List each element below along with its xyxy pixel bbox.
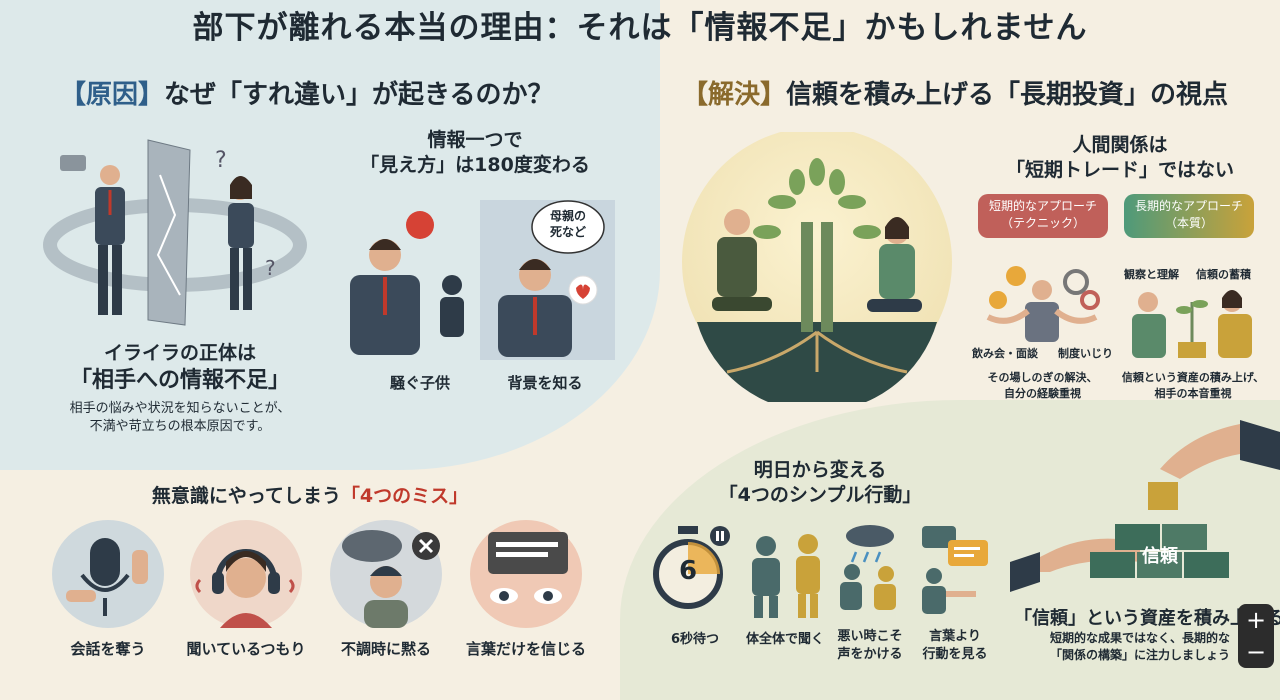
mistake-2-circle xyxy=(190,520,302,628)
speech-icon xyxy=(60,155,86,171)
coin-icon xyxy=(989,291,1007,309)
mistake-4-label: 言葉だけを信じる xyxy=(466,640,587,658)
short-tag-system: 制度いじり xyxy=(1058,347,1113,360)
tree-illustration xyxy=(682,132,952,402)
info-caption-line2: 「見え方」は180度変わる xyxy=(360,154,590,176)
timer-number: 6 xyxy=(678,556,698,586)
headphones-icon xyxy=(195,549,295,628)
long-pill-line1: 長期的なアプローチ xyxy=(1134,199,1243,213)
actions-heading-line1: 明日から変える xyxy=(753,459,887,481)
action-3-line2: 声をかける xyxy=(837,647,903,662)
long-desc-line1: 信頼という資産の積み上げ、 xyxy=(1121,371,1265,384)
short-desc-line2: 自分の経験重視 xyxy=(1004,387,1081,400)
mistake-1-circle xyxy=(52,520,164,628)
speech-bubbles-icon xyxy=(922,526,988,614)
listening-person-icon xyxy=(752,534,820,618)
irritation-heading: イライラの正体は 「相手への情報不足」 xyxy=(40,340,320,394)
zoom-in-button[interactable]: + xyxy=(1245,606,1267,634)
info-caption: 情報一つで 「見え方」は180度変わる xyxy=(340,128,610,178)
page-title: 部下が離れる本当の理由：それは「情報不足」かもしれません xyxy=(192,10,1088,46)
trust-blocks-illustration xyxy=(1010,420,1280,592)
label-know-background: 背景を知る xyxy=(507,374,583,392)
cloud-icon xyxy=(342,530,440,628)
short-pill-line2: （テクニック） xyxy=(1000,216,1085,230)
trust-desc-line2: 「関係の構築」に注力しましょう xyxy=(1050,648,1231,662)
short-term-illustration xyxy=(986,266,1100,342)
long-desc-line2: 相手の本音重視 xyxy=(1154,387,1232,400)
actions-heading-line2: 「4つのシンプル行動」 xyxy=(718,484,922,506)
action-4-line2: 行動を見る xyxy=(922,647,988,662)
irritation-line1: イライラの正体は xyxy=(103,342,256,364)
stopwatch-icon xyxy=(653,526,730,609)
action-4-line1: 言葉より xyxy=(929,629,981,644)
broken-mirror-illustration: ? ? xyxy=(43,139,307,326)
solution-heading-bracket: 【解決】 xyxy=(682,80,787,110)
long-pill-line2: （本質） xyxy=(1164,216,1213,230)
rain-cloud-icon xyxy=(840,525,896,610)
short-term-pill: 短期的なアプローチ （テクニック） xyxy=(978,194,1108,238)
relation-line2: 「短期トレード」ではない xyxy=(1005,159,1234,181)
info-caption-line1: 情報一つで xyxy=(427,129,523,151)
gold-block xyxy=(1148,482,1178,510)
thought-bubble xyxy=(531,200,605,254)
heart-icon xyxy=(576,284,590,299)
action-3-line1: 悪い時こそ xyxy=(837,629,903,644)
bubble-line2: 死など xyxy=(549,225,586,239)
zoom-out-button[interactable]: − xyxy=(1245,638,1267,666)
gear-icon xyxy=(1063,269,1089,295)
long-tag-trust: 信頼の蓄積 xyxy=(1196,268,1251,281)
action-2-label: 体全体で聞く xyxy=(735,628,835,647)
cause-heading-text: なぜ「すれ違い」が起きるのか？ xyxy=(164,80,554,110)
irritation-desc2: 不満や苛立ちの根本原因です。 xyxy=(89,419,271,434)
mistakes-heading-emphasis: 「4つのミス」 xyxy=(340,485,469,507)
trust-block-label: 信頼 xyxy=(1142,546,1178,567)
relation-line1: 人間関係は xyxy=(1072,134,1168,156)
microphone-icon xyxy=(66,538,148,616)
cause-heading-bracket: 【原因】 xyxy=(60,80,165,110)
short-term-description: その場しのぎの解決、 自分の経験重視 xyxy=(975,370,1110,402)
gear-icon xyxy=(1080,290,1100,310)
action-1-label: 6秒待つ xyxy=(650,628,740,647)
mistake-2-label: 聞いているつもり xyxy=(186,640,306,658)
svg-text:?: ? xyxy=(215,148,227,173)
action-1-line1: 6秒待つ xyxy=(670,632,720,647)
short-tag-drinking: 飲み会・面談 xyxy=(972,347,1038,360)
short-pill-line1: 短期的なアプローチ xyxy=(988,199,1097,213)
mistake-4-circle xyxy=(470,520,582,628)
solution-heading: 【解決】信頼を積み上げる「長期投資」の視点 xyxy=(682,74,1228,111)
thought-bubble-text: 母親の 死など xyxy=(533,208,603,240)
eye-icon xyxy=(488,532,568,604)
mistake-3-label: 不調時に黙る xyxy=(340,640,431,658)
actions-heading: 明日から変える 「4つのシンプル行動」 xyxy=(690,458,950,508)
anger-icon xyxy=(406,211,434,239)
mistake-3-circle xyxy=(330,520,442,628)
label-noisy-child: 騒ぐ子供 xyxy=(389,374,450,392)
perspective-illustration xyxy=(350,200,615,360)
coins-stack xyxy=(1178,342,1206,358)
solution-heading-text: 信頼を積み上げる「長期投資」の視点 xyxy=(786,80,1229,110)
trust-caption: 「信頼」という資産を積み上げる xyxy=(1014,608,1280,629)
svg-text:?: ? xyxy=(265,256,276,280)
long-tag-observe: 観察と理解 xyxy=(1124,268,1179,281)
relation-heading: 人間関係は 「短期トレード」ではない xyxy=(975,133,1265,183)
bubble-line1: 母親の xyxy=(549,209,586,223)
mistakes-heading: 無意識にやってしまう「4つのミス」 xyxy=(90,481,530,508)
irritation-line2: 「相手への情報不足」 xyxy=(69,368,290,393)
action-4-label: 言葉より 行動を見る xyxy=(910,628,1000,664)
cause-heading: 【原因】なぜ「すれ違い」が起きるのか？ xyxy=(60,74,554,111)
long-term-illustration xyxy=(1132,290,1252,358)
zoom-control: + − xyxy=(1238,604,1274,668)
irritation-description: 相手の悩みや状況を知らないことが、 不満や苛立ちの根本原因です。 xyxy=(40,400,320,436)
coin-icon xyxy=(1006,266,1026,286)
mistakes-heading-prefix: 無意識にやってしまう xyxy=(151,485,341,507)
irritation-desc1: 相手の悩みや状況を知らないことが、 xyxy=(69,401,291,416)
action-2-line1: 体全体で聞く xyxy=(745,632,824,647)
trust-desc-line1: 短期的な成果ではなく、長期的な xyxy=(1050,631,1231,645)
mistake-1-label: 会話を奪う xyxy=(70,640,146,658)
long-term-pill: 長期的なアプローチ （本質） xyxy=(1124,194,1254,238)
short-desc-line1: その場しのぎの解決、 xyxy=(987,371,1098,384)
long-term-description: 信頼という資産の積み上げ、 相手の本音重視 xyxy=(1118,370,1268,402)
trust-description: 短期的な成果ではなく、長期的な 「関係の構築」に注力しましょう xyxy=(1050,630,1230,664)
action-3-label: 悪い時こそ 声をかける xyxy=(825,628,915,664)
